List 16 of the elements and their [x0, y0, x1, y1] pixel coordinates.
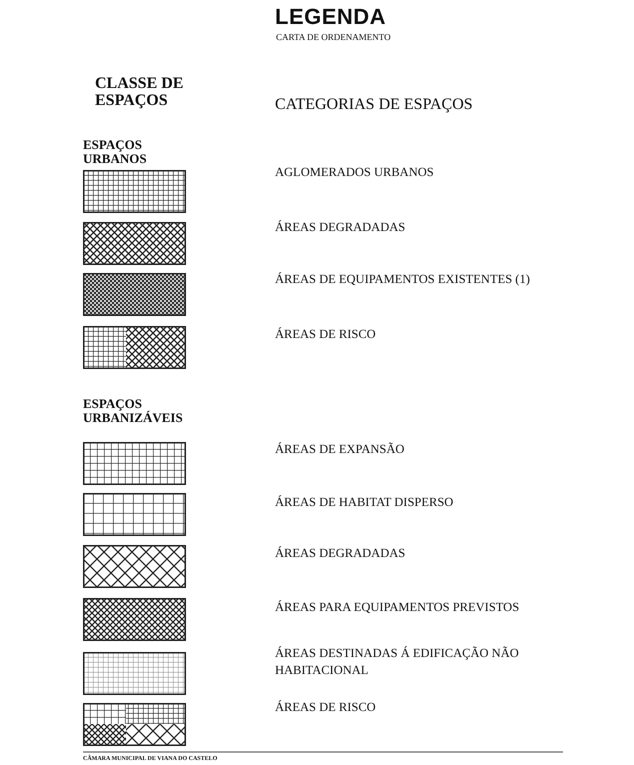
subtitle: CARTA DE ORDENAMENTO — [276, 33, 392, 42]
legend-text: ÁREAS DESTINADAS Á EDIFICAÇÃO NÃO HABITACIONAL — [275, 645, 520, 679]
legend-text: ÁREAS DE RISCO — [275, 326, 377, 343]
title: LEGENDA — [275, 4, 386, 30]
legend-text: ÁREAS DE HABITAT DISPERSO — [275, 494, 454, 511]
legend-text: AGLOMERADOS URBANOS — [275, 164, 435, 181]
legend-text: ÁREAS DE RISCO — [275, 699, 377, 716]
group-heading: ESPAÇOS URBANIZÁVEIS — [83, 397, 184, 424]
legend-text: ÁREAS PARA EQUIPAMENTOS PREVISTOS — [275, 599, 520, 616]
legend-text: ÁREAS DEGRADADAS — [275, 545, 406, 562]
legend-text: ÁREAS DE EXPANSÃO — [275, 441, 406, 458]
legend-text: ÁREAS DEGRADADAS — [275, 219, 406, 236]
column-heading: CLASSE DE ESPAÇOS — [95, 76, 184, 110]
column-heading: CATEGORIAS DE ESPAÇOS — [275, 97, 474, 114]
group-heading: ESPAÇOS URBANOS — [83, 138, 148, 166]
legend-text: ÁREAS DE EQUIPAMENTOS EXISTENTES (1) — [275, 271, 531, 288]
